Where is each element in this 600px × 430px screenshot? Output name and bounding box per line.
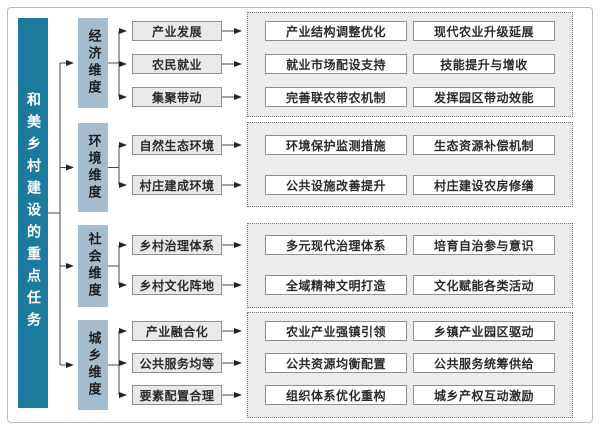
outcome-box-label: 多元现代治理体系 [285,238,386,253]
outcome-box-label: 就业市场配设支持 [285,57,386,72]
dimension-box-label: 环境维度 [85,133,101,202]
outcome-box-label: 技能提升与增收 [440,57,528,72]
outcome-box-label: 环境保护监测措施 [285,138,386,153]
branch-box-label: 公共服务均等 [139,356,215,371]
branch-box-label: 要素配置合理 [139,388,215,403]
branch-box-label: 产业融合化 [145,324,209,339]
outcome-box-label: 文化赋能各类活动 [433,278,534,293]
branch-box: 村庄建成环境 [132,175,222,195]
outcome-box-label: 公共设施改善提升 [285,178,386,193]
outcome-box-label: 公共服务统筹供给 [433,356,534,371]
dimension-box-label: 社会维度 [85,232,101,300]
outcome-box: 公共资源均衡配置 [265,353,407,373]
branch-box-label: 乡村文化阵地 [139,278,215,293]
branch-box: 要素配置合理 [132,385,222,405]
dimension-box: 环境维度 [78,123,108,212]
dimension-box: 社会维度 [78,225,108,307]
branch-box-label: 农民就业 [151,57,202,72]
dimension-box-label: 城乡维度 [85,331,101,399]
outcome-box: 发挥园区带动效能 [413,87,555,107]
outcome-box: 公共服务统筹供给 [413,353,555,373]
branch-box-label: 集聚带动 [151,90,202,105]
outcome-box-label: 培育自治参与意识 [433,238,534,253]
outcome-box: 全域精神文明打造 [265,275,407,295]
outcome-box-label: 全域精神文明打造 [285,278,386,293]
outcome-box: 环境保护监测措施 [265,135,407,155]
branch-box: 产业融合化 [132,321,222,341]
outcome-box: 现代农业升级延展 [413,21,555,41]
outcome-box-label: 产业结构调整优化 [285,24,386,39]
outcome-box: 多元现代治理体系 [265,235,407,255]
outcome-box: 公共设施改善提升 [265,175,407,195]
outcome-box-label: 公共资源均衡配置 [285,356,386,371]
root-title-text: 和美乡村建设的重点任务 [25,92,41,334]
outcome-box: 文化赋能各类活动 [413,275,555,295]
outcome-box-label: 村庄建设农房修缮 [433,178,534,193]
outcome-box: 完善联农带农机制 [265,87,407,107]
outcome-box-label: 发挥园区带动效能 [433,90,534,105]
outcome-box: 村庄建设农房修缮 [413,175,555,195]
outcome-box: 组织体系优化重构 [265,385,407,405]
outcome-box: 农业产业强镇引领 [265,321,407,341]
outcome-box: 产业结构调整优化 [265,21,407,41]
branch-box: 农民就业 [132,54,222,74]
branch-box: 产业发展 [132,21,222,41]
branch-box-label: 自然生态环境 [139,138,215,153]
root-title-box: 和美乡村建设的重点任务 [18,18,48,408]
branch-box-label: 乡村治理体系 [139,238,215,253]
outcome-box: 城乡产权互动激励 [413,385,555,405]
branch-box: 集聚带动 [132,87,222,107]
outcome-box: 就业市场配设支持 [265,54,407,74]
branch-box-label: 产业发展 [151,24,202,39]
dimension-box: 城乡维度 [78,320,108,410]
outcome-box-label: 现代农业升级延展 [433,24,534,39]
outcome-box-label: 城乡产权互动激励 [433,388,534,403]
branch-box: 乡村文化阵地 [132,275,222,295]
outcome-box-label: 生态资源补偿机制 [433,138,534,153]
outcome-box: 技能提升与增收 [413,54,555,74]
branch-box: 公共服务均等 [132,353,222,373]
outcome-box-label: 完善联农带农机制 [285,90,386,105]
outcome-box-label: 农业产业强镇引领 [285,324,386,339]
outcome-box-label: 乡镇产业园区驱动 [433,324,534,339]
dimension-box: 经济维度 [78,18,108,108]
dimension-box-label: 经济维度 [85,29,101,97]
branch-box: 自然生态环境 [132,135,222,155]
outcome-box-label: 组织体系优化重构 [285,388,386,403]
branch-box: 乡村治理体系 [132,235,222,255]
outcome-box: 生态资源补偿机制 [413,135,555,155]
outcome-box: 培育自治参与意识 [413,235,555,255]
branch-box-label: 村庄建成环境 [139,178,215,193]
outcome-box: 乡镇产业园区驱动 [413,321,555,341]
